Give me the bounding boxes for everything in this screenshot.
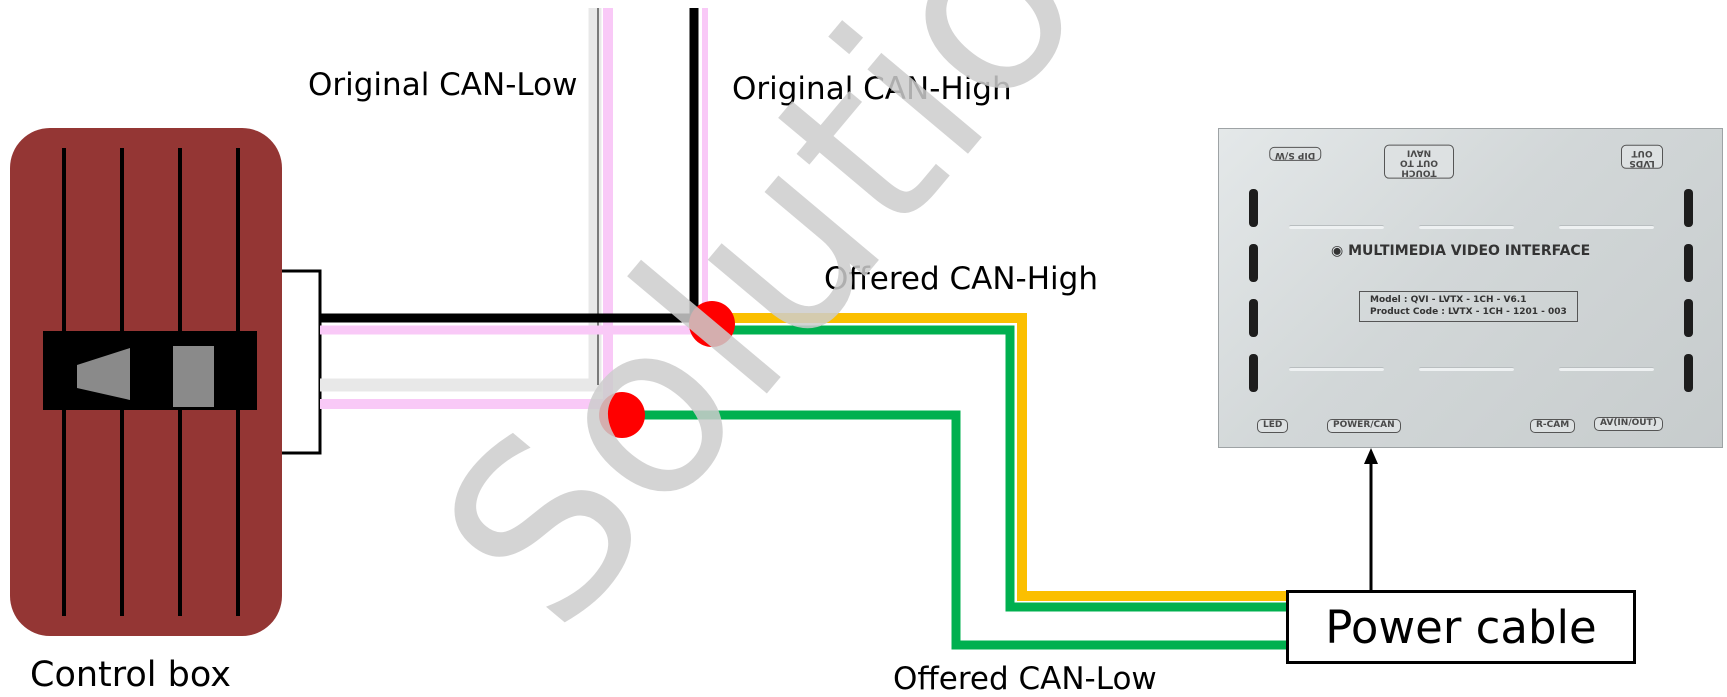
module-vent-slot (1684, 189, 1693, 227)
offered-can-high-label: Offered CAN-High (824, 261, 1098, 297)
offered-can-high-wire-green (712, 325, 1286, 612)
port-dip-sw: DIP S/W (1269, 147, 1322, 161)
port-power-can: POWER/CAN (1327, 419, 1401, 433)
port-led: LED (1257, 419, 1289, 433)
offered-can-low-label: Offered CAN-Low (893, 661, 1157, 697)
module-product-code: Product Code : LVTX - 1CH - 1201 - 003 (1370, 306, 1567, 317)
control-box-connector-band (43, 331, 257, 410)
module-vent-slot (1249, 244, 1258, 282)
module-vent-slot (1684, 299, 1693, 337)
module-groove (1289, 367, 1384, 371)
can-high-junction (689, 301, 735, 347)
module-groove (1419, 225, 1514, 229)
original-can-low-wire-outer (320, 8, 602, 392)
module-title-text: MULTIMEDIA VIDEO INTERFACE (1348, 243, 1591, 259)
module-vent-slot (1684, 354, 1693, 392)
port-av-in-out: AV(IN/OUT) (1594, 417, 1663, 431)
offered-can-low-wire (622, 410, 1286, 650)
original-can-low-label: Original CAN-Low (308, 67, 578, 103)
can-low-junction (599, 392, 645, 438)
port-r-cam: R-CAM (1530, 419, 1576, 433)
module-groove (1419, 367, 1514, 371)
module-info-box: Model : QVI - LVTX - 1CH - V6.1 Product … (1359, 291, 1578, 323)
module-vent-slot (1249, 189, 1258, 227)
module-groove (1559, 367, 1654, 371)
power-cable-label: Power cable (1325, 600, 1597, 654)
port-touch-out: TOUCH OUT TO NAVI (1384, 145, 1454, 179)
module-groove (1289, 225, 1384, 229)
connector-bracket (282, 269, 322, 455)
port-lvds-out: LVDS OUT (1621, 145, 1663, 169)
module-vent-slot (1249, 354, 1258, 392)
arrow-head-icon (1364, 448, 1378, 464)
original-can-high-wire (320, 8, 699, 323)
module-title: ◉ MULTIMEDIA VIDEO INTERFACE (1331, 243, 1591, 259)
module-model: Model : QVI - LVTX - 1CH - V6.1 (1370, 295, 1527, 305)
control-box-trapezoid-icon (77, 348, 130, 400)
module-vent-slot (1249, 299, 1258, 337)
module-vent-slot (1684, 244, 1693, 282)
control-box-label: Control box (30, 655, 231, 695)
power-cable-box: Power cable (1286, 590, 1636, 664)
offered-can-high-wire-yellow (712, 313, 1286, 601)
module-groove (1559, 225, 1654, 229)
multimedia-interface-module: DIP S/W TOUCH OUT TO NAVI LVDS OUT ◉ MUL… (1218, 128, 1723, 448)
control-box-square-icon (173, 346, 214, 407)
original-can-high-label: Original CAN-High (732, 71, 1012, 107)
